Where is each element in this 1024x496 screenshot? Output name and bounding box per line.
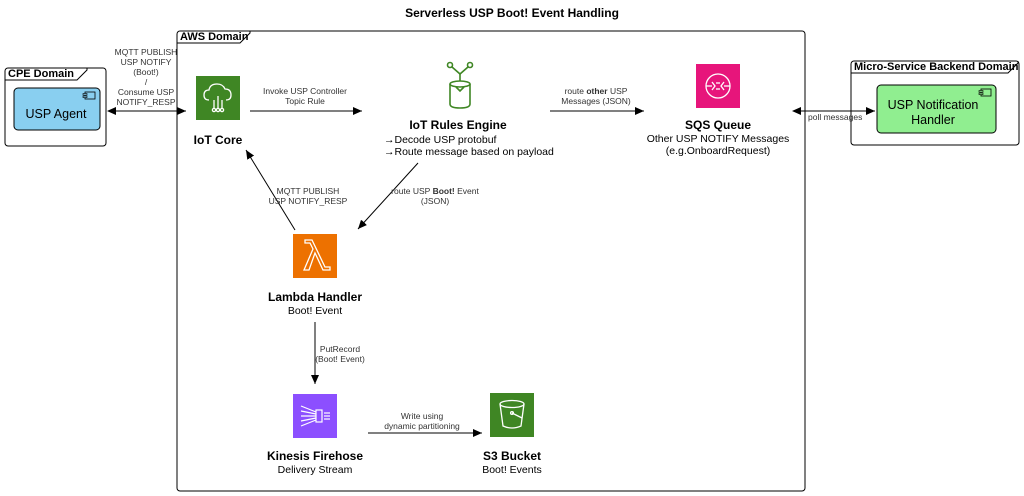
edge-lambda-iot [245, 149, 296, 231]
kinesis-firehose-node[interactable]: Kinesis Firehose Delivery Stream [267, 394, 363, 476]
lambda-handler-title: Lambda Handler [268, 290, 362, 304]
sqs-queue-icon [696, 64, 740, 108]
edge-rules-sqs-label: route other USP Messages (JSON) [561, 86, 631, 106]
rules-engine-line-1: →Decode USP protobuf [384, 134, 497, 146]
usp-notification-handler-label-1: USP Notification [888, 98, 979, 112]
svg-text:(Boot! Event): (Boot! Event) [315, 354, 365, 364]
edge-rules-lambda-label: route USP Boot! Event (JSON) [391, 186, 479, 206]
svg-text:USP NOTIFY: USP NOTIFY [121, 57, 172, 67]
cpe-domain-label: CPE Domain [8, 68, 74, 80]
lambda-line-1: Boot! Event [288, 305, 342, 317]
svg-text:(Boot!): (Boot!) [133, 67, 159, 77]
usp-agent-label: USP Agent [26, 107, 87, 121]
sqs-line-1: Other USP NOTIFY Messages [647, 133, 790, 145]
sqs-line-2: (e.g.OnboardRequest) [666, 145, 770, 157]
lambda-icon [293, 234, 337, 278]
diagram-title: Serverless USP Boot! Event Handling [405, 6, 619, 20]
iot-core-icon-glyph [203, 83, 232, 113]
kinesis-firehose-title: Kinesis Firehose [267, 449, 363, 463]
kinesis-line-1: Delivery Stream [278, 464, 353, 476]
sqs-queue-title: SQS Queue [685, 118, 751, 132]
svg-text:PutRecord: PutRecord [320, 344, 360, 354]
usp-notification-handler-component[interactable]: USP Notification Handler [876, 84, 997, 134]
iot-core-title: IoT Core [194, 133, 243, 147]
svg-text:(JSON): (JSON) [421, 196, 450, 206]
edge-agent-iot-label: MQTT PUBLISH USP NOTIFY (Boot!) / Consum… [115, 47, 178, 107]
edge-lambda-iot-label: MQTT PUBLISH USP NOTIFY_RESP [269, 186, 348, 206]
svg-text:/: / [145, 77, 148, 87]
svg-text:NOTIFY_RESP: NOTIFY_RESP [116, 97, 175, 107]
iot-rules-icon [446, 61, 474, 109]
iot-rules-engine-title: IoT Rules Engine [409, 118, 507, 132]
edge-iot-rules-label: Invoke USP Controller Topic Rule [263, 86, 347, 106]
svg-text:Write using: Write using [401, 411, 444, 421]
s3-line-1: Boot! Events [482, 464, 542, 476]
sqs-queue-icon-glyph [705, 73, 731, 99]
lambda-handler-node[interactable]: Lambda Handler Boot! Event [268, 234, 362, 317]
edge-kinesis-s3-label: Write using dynamic partitioning [384, 411, 460, 431]
iot-rules-engine-node[interactable]: IoT Rules Engine →Decode USP protobuf →R… [384, 61, 554, 159]
kinesis-firehose-icon-glyph [300, 405, 330, 427]
svg-text:MQTT PUBLISH: MQTT PUBLISH [277, 186, 340, 196]
aws-domain-label: AWS Domain [180, 31, 249, 43]
svg-text:Invoke USP Controller: Invoke USP Controller [263, 86, 347, 96]
svg-text:Topic Rule: Topic Rule [285, 96, 325, 106]
lambda-icon-glyph [303, 239, 331, 271]
usp-notification-handler-label-2: Handler [911, 113, 955, 127]
sqs-queue-node[interactable]: SQS Queue Other USP NOTIFY Messages (e.g… [647, 64, 790, 157]
usp-agent-component[interactable]: USP Agent [13, 87, 101, 131]
edge-lambda-kinesis-label: PutRecord (Boot! Event) [315, 344, 365, 364]
s3-bucket-node[interactable]: S3 Bucket Boot! Events [482, 393, 542, 476]
edge-rules-lambda [357, 162, 419, 230]
rules-engine-line-2: →Route message based on payload [384, 146, 554, 158]
svg-text:route USP Boot! Event: route USP Boot! Event [391, 186, 479, 196]
svg-text:dynamic partitioning: dynamic partitioning [384, 421, 460, 431]
svg-text:Messages (JSON): Messages (JSON) [561, 96, 631, 106]
svg-text:MQTT PUBLISH: MQTT PUBLISH [115, 47, 178, 57]
edge-sqs-handler-label: poll messages [808, 112, 862, 122]
svg-text:USP NOTIFY_RESP: USP NOTIFY_RESP [269, 196, 348, 206]
svg-text:Consume USP: Consume USP [118, 87, 175, 97]
micro-service-domain-label: Micro-Service Backend Domain [854, 61, 1019, 73]
s3-bucket-title: S3 Bucket [483, 449, 541, 463]
s3-bucket-icon-glyph [499, 399, 525, 429]
iot-core-node[interactable]: IoT Core [194, 76, 243, 147]
svg-text:route other USP: route other USP [565, 86, 628, 96]
aws-domain-frame: AWS Domain [176, 30, 806, 492]
